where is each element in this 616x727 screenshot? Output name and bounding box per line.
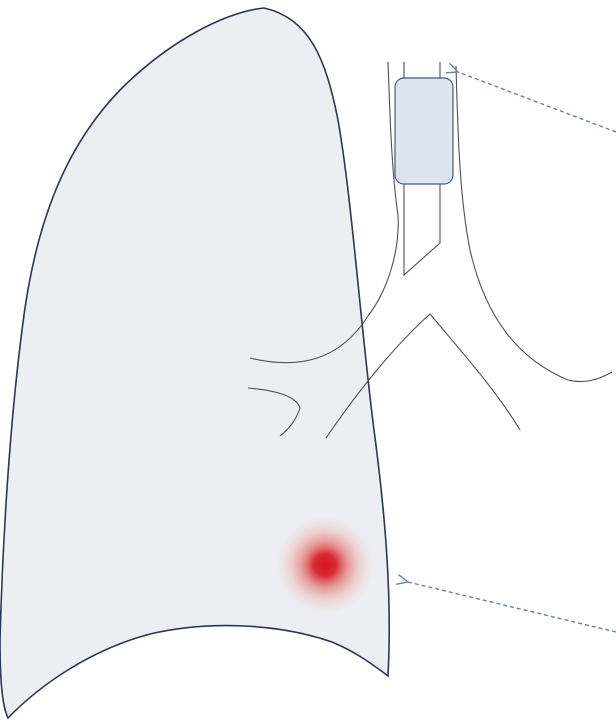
arrow-to-nodule: [408, 582, 616, 632]
arrow-to-trachea: [458, 72, 616, 132]
nodule-lesion: [275, 515, 375, 615]
trachea-highlight-box: [395, 78, 453, 184]
